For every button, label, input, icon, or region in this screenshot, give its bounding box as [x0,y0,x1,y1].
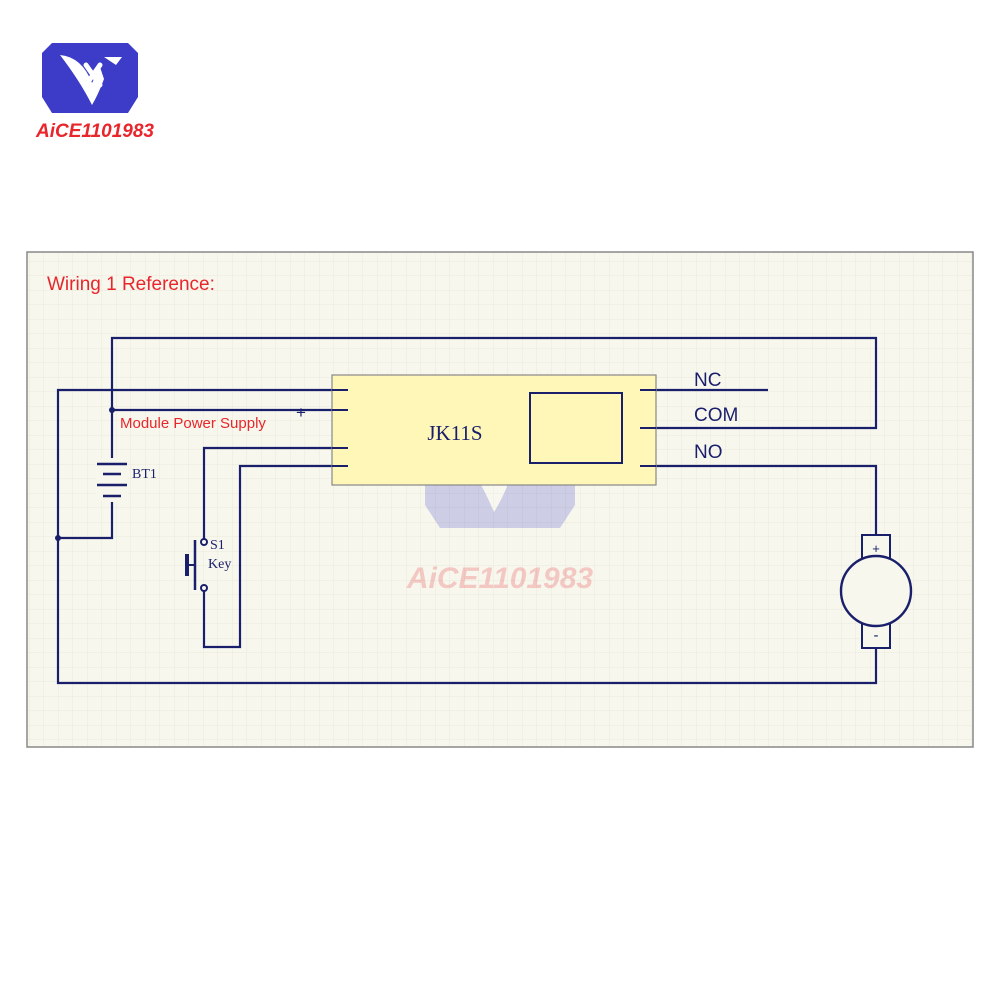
junction-dot [109,407,115,413]
wire-switch-bottom [202,464,348,649]
watermark-text: AiCE1101983 [406,562,594,595]
wire-ground-bus [56,388,878,685]
push-switch-icon [185,538,208,592]
wires [56,336,878,685]
module-box [331,374,657,486]
wire-switch-top [202,446,348,540]
terminal-com-label: COM [694,405,738,426]
terminal-no-label: NO [694,442,723,463]
wire-battery-negative [58,500,114,540]
wire-no [656,464,878,535]
relay-box [529,392,623,464]
power-plus-mark: + [296,403,306,422]
motor-icon [839,534,913,649]
diagram-grid [28,253,972,746]
diagram-title: Wiring 1 Reference: [47,274,215,295]
wire-top-loop [110,336,878,458]
motor-minus-label: - [874,627,879,644]
logo-shield-icon [42,43,138,113]
motor-plus-label: + [872,541,880,556]
terminal-nc-label: NC [694,370,721,391]
module-label: JK11S [427,421,482,445]
module-pins [332,389,656,467]
junction-dot [55,535,61,541]
logo-brand-text: AiCE1101983 [35,121,154,142]
battery-label: BT1 [132,467,157,482]
switch-label: S1 [210,538,225,553]
battery-icon [96,458,128,502]
power-supply-label: Module Power Supply [120,415,266,432]
switch-sublabel: Key [208,557,231,572]
brand-logo: AiCE1101983 [35,43,154,142]
